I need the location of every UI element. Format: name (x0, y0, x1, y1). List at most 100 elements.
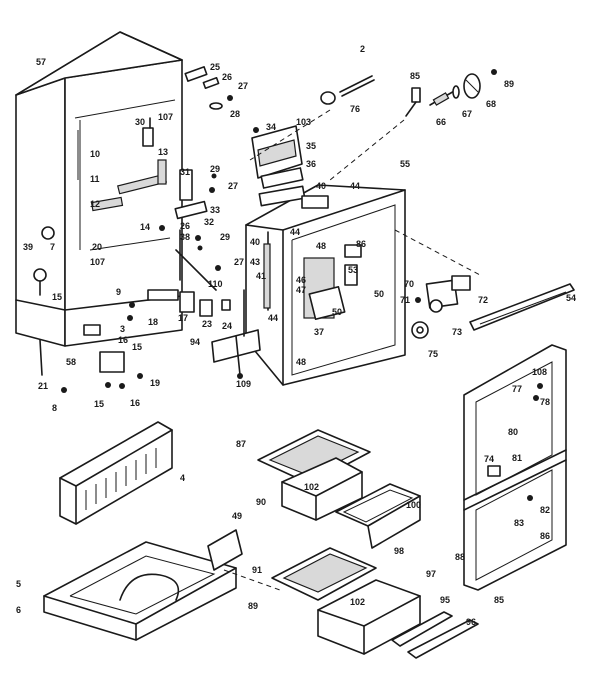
callout-6: 6 (16, 605, 22, 615)
callout-30: 30 (135, 117, 146, 127)
callout-32: 32 (204, 217, 215, 227)
callout-33: 33 (210, 205, 221, 215)
callout-81: 81 (512, 453, 523, 463)
callout-76: 76 (350, 104, 361, 114)
callout-50: 50 (332, 307, 343, 317)
callout-91: 91 (252, 565, 263, 575)
callout-86: 86 (356, 239, 367, 249)
callout-11: 11 (90, 174, 100, 184)
callout-21: 21 (38, 381, 49, 391)
callout-40: 40 (250, 237, 261, 247)
callout-29: 29 (210, 164, 221, 174)
callout-10: 10 (90, 149, 101, 159)
callout-66: 66 (436, 117, 447, 127)
drive-parts (329, 69, 497, 181)
callout-44: 44 (350, 181, 361, 191)
callout-78: 78 (540, 397, 551, 407)
grille (59, 421, 173, 525)
callout-72: 72 (478, 295, 489, 305)
callout-34: 34 (266, 122, 277, 132)
callout-14: 14 (140, 222, 151, 232)
callout-4: 4 (180, 473, 186, 483)
callout-23: 23 (202, 319, 213, 329)
callout-31: 31 (180, 167, 191, 177)
callout-16: 16 (118, 335, 129, 345)
callout-48: 48 (316, 241, 327, 251)
callout-7: 7 (50, 242, 56, 252)
callout-24: 24 (222, 321, 233, 331)
callout-46: 46 (296, 275, 307, 285)
liner-box (245, 184, 406, 386)
callout-68: 68 (486, 99, 497, 109)
callout-5: 5 (16, 579, 22, 589)
callout-108: 108 (532, 367, 548, 377)
callout-83: 83 (514, 518, 525, 528)
callout-27: 27 (228, 181, 239, 191)
callout-19: 19 (150, 378, 161, 388)
base-tray (43, 541, 237, 641)
hinge-hardware (39, 66, 233, 393)
callout-8: 8 (52, 403, 58, 413)
callout-27: 27 (234, 257, 245, 267)
callout-29: 29 (220, 232, 231, 242)
callout-100: 100 (406, 500, 422, 510)
callout-75: 75 (428, 349, 439, 359)
callout-26: 26 (180, 221, 191, 231)
callout-17: 17 (178, 313, 189, 323)
callout-74: 74 (484, 454, 495, 464)
callout-107: 107 (158, 112, 174, 122)
callout-38: 38 (180, 232, 191, 242)
callout-94: 94 (190, 337, 201, 347)
callout-28: 28 (230, 109, 241, 119)
callout-12: 12 (90, 199, 101, 209)
door-frame (463, 344, 567, 591)
callout-89: 89 (248, 601, 259, 611)
callout-102: 102 (304, 482, 320, 492)
callout-3: 3 (120, 324, 126, 334)
callout-48: 48 (296, 357, 307, 367)
callout-40: 40 (316, 181, 327, 191)
callout-71: 71 (400, 295, 411, 305)
shaft-and-knob (249, 75, 375, 161)
callout-82: 82 (540, 505, 551, 515)
callout-15: 15 (132, 342, 143, 352)
callout-86: 86 (540, 531, 551, 541)
callout-2: 2 (360, 44, 366, 54)
callout-9: 9 (116, 287, 122, 297)
callout-20: 20 (92, 242, 103, 252)
callout-55: 55 (400, 159, 411, 169)
callout-18: 18 (148, 317, 159, 327)
callout-27: 27 (238, 81, 249, 91)
callout-90: 90 (256, 497, 267, 507)
upper-crisper (257, 429, 421, 549)
callout-50: 50 (374, 289, 385, 299)
callout-39: 39 (23, 242, 34, 252)
mounting-bracket (211, 289, 261, 379)
callout-58: 58 (66, 357, 77, 367)
callout-35: 35 (306, 141, 317, 151)
callout-109: 109 (236, 379, 252, 389)
callout-26: 26 (222, 72, 233, 82)
callout-36: 36 (306, 159, 317, 169)
damper-assembly (394, 229, 575, 339)
callout-53: 53 (348, 265, 359, 275)
callout-85: 85 (410, 71, 421, 81)
callout-41: 41 (256, 271, 267, 281)
callout-13: 13 (158, 147, 169, 157)
callout-15: 15 (94, 399, 105, 409)
callout-15: 15 (52, 292, 63, 302)
callout-85: 85 (494, 595, 505, 605)
callout-97: 97 (426, 569, 437, 579)
callout-95: 95 (440, 595, 451, 605)
callout-44: 44 (290, 227, 301, 237)
callout-96: 96 (466, 617, 477, 627)
control-housing (251, 125, 329, 209)
callout-67: 67 (462, 109, 473, 119)
lower-crisper (207, 529, 479, 659)
callout-16: 16 (130, 398, 141, 408)
callout-77: 77 (512, 384, 523, 394)
callout-110: 110 (208, 279, 223, 289)
callout-73: 73 (452, 327, 463, 337)
